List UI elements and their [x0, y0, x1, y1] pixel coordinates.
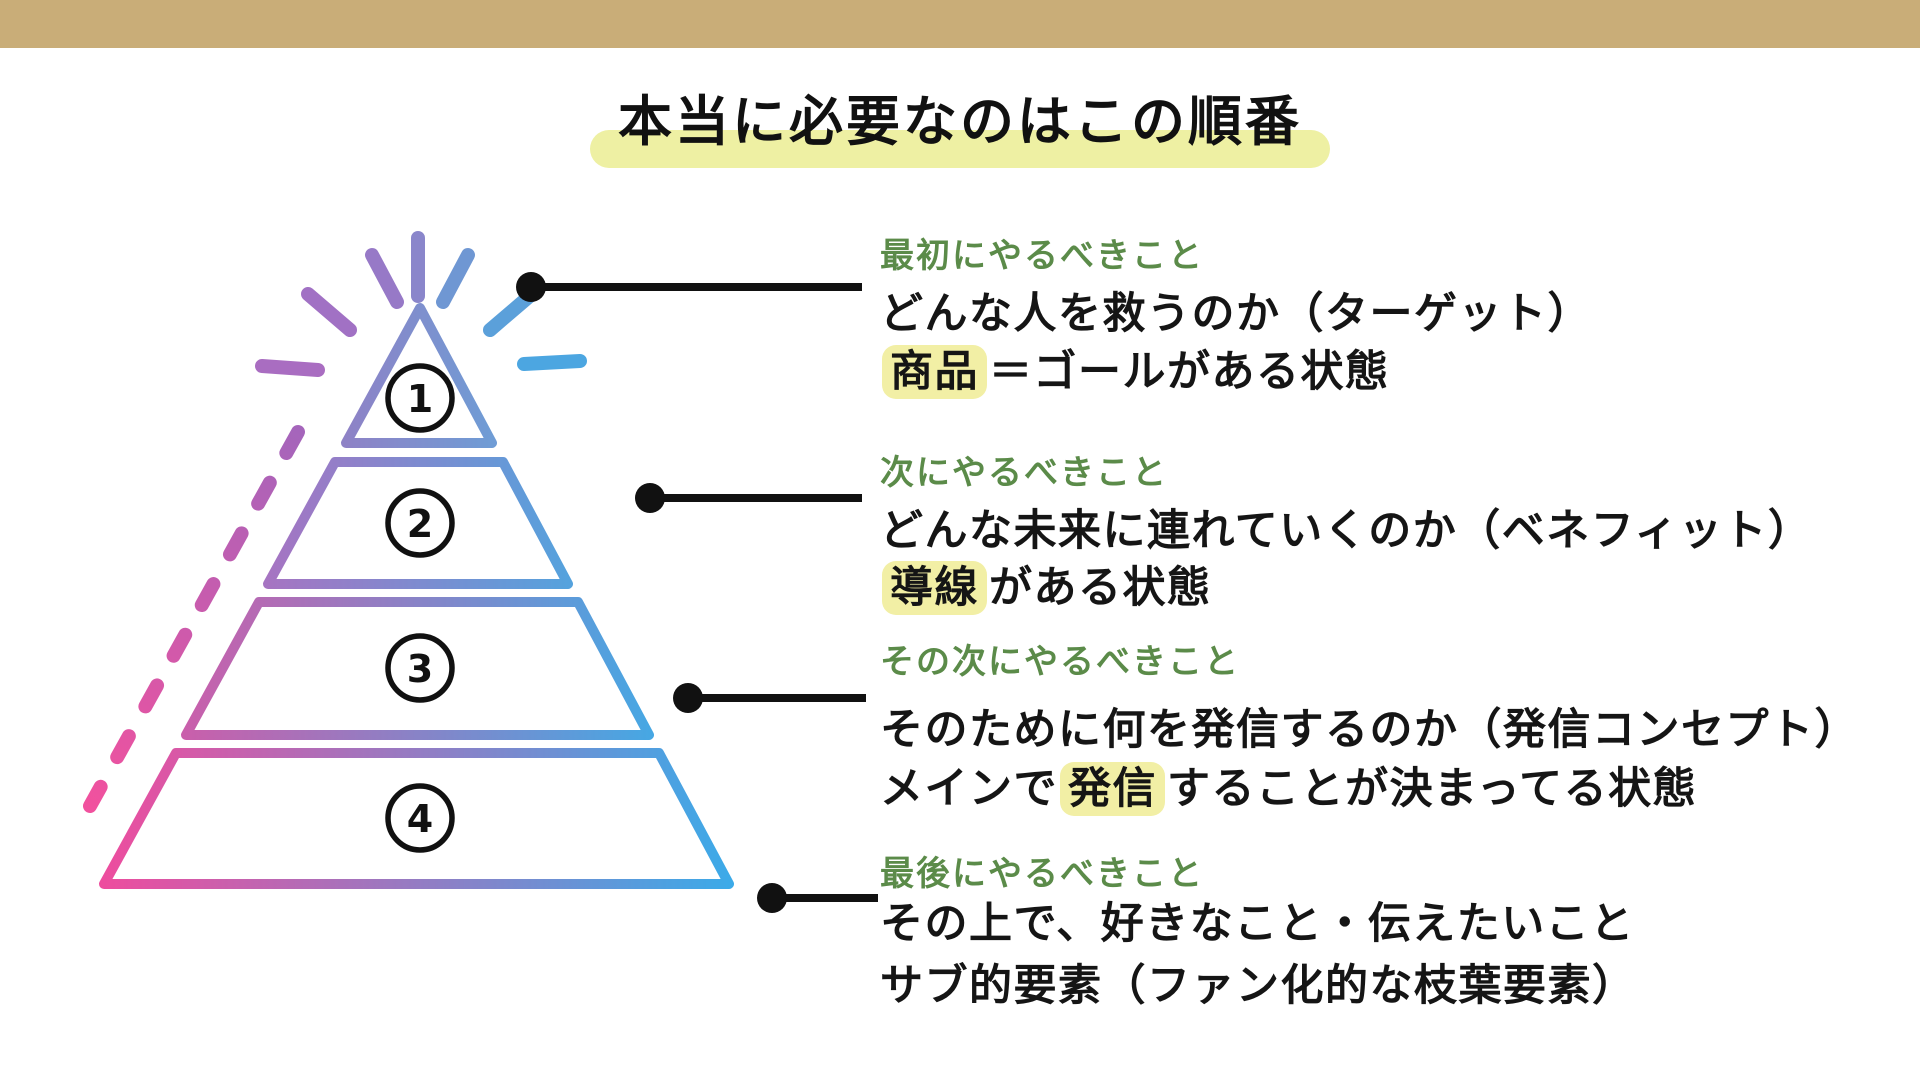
- page-title-wrap: 本当に必要なのはこの順番: [0, 90, 1920, 168]
- step-1-label: 最初にやるべきこと: [880, 236, 1204, 276]
- sparkle-ray: [365, 248, 404, 309]
- sparkle-ray: [301, 287, 357, 337]
- step-2-line-2-post: がある状態: [989, 563, 1212, 613]
- step-2-label: 次にやるべきこと: [880, 453, 1168, 493]
- step-3-label: その次にやるべきこと: [880, 642, 1240, 682]
- connector-dot-1: [516, 272, 546, 302]
- sparkle-ray: [517, 354, 587, 371]
- step-4-line-2-pre: サブ的要素（ファン化的な枝葉要素）: [880, 961, 1637, 1011]
- dashed-line: [83, 425, 305, 813]
- step-3-line-2-pre: メインで: [880, 764, 1058, 814]
- level-1-number: 1: [407, 377, 433, 421]
- level-4-circle: [385, 783, 455, 853]
- step-1-keyword-highlight: 商品: [882, 345, 987, 399]
- step-1-line-2: 商品＝ゴールがある状態: [880, 345, 1390, 399]
- sparkle-ray: [436, 248, 475, 309]
- level-2-circle: [385, 488, 455, 558]
- step-4-line-2: サブ的要素（ファン化的な枝葉要素）: [880, 960, 1637, 1012]
- level-1-circle: [385, 363, 455, 433]
- connector-dot-3: [673, 683, 703, 713]
- step-1-line-2-post: ＝ゴールがある状態: [989, 347, 1390, 397]
- step-3-line-1: そのために何を発信するのか（発信コンセプト）: [880, 705, 1859, 755]
- connector-dot-4: [757, 883, 787, 913]
- sparkle-ray: [255, 359, 325, 377]
- step-2-keyword-highlight: 導線: [882, 561, 987, 615]
- level-3-number: 3: [407, 647, 433, 691]
- step-2-line-2: 導線がある状態: [880, 561, 1212, 615]
- step-4-label: 最後にやるべきこと: [880, 854, 1204, 894]
- step-2-line-1: どんな未来に連れていくのか（ベネフィット）: [880, 506, 1813, 556]
- step-3-line-2-post: することが決まってる状態: [1167, 764, 1698, 814]
- level-numbers: 1 2 3 4: [385, 363, 455, 853]
- connectors: [516, 272, 878, 913]
- connector-dot-2: [635, 483, 665, 513]
- step-4-line-1: その上で、好きなこと・伝えたいこと: [880, 899, 1635, 949]
- top-accent-bar: [0, 0, 1920, 48]
- level-3-circle: [385, 633, 455, 703]
- step-1-line-1: どんな人を救うのか（ターゲット）: [880, 289, 1592, 339]
- sparkle-rays: [255, 231, 587, 377]
- step-3-line-2: メインで発信することが決まってる状態: [880, 762, 1698, 816]
- step-3-keyword-highlight: 発信: [1060, 762, 1165, 816]
- level-4-number: 4: [407, 797, 433, 841]
- level-2-number: 2: [407, 502, 433, 546]
- page-title: 本当に必要なのはこの順番: [618, 90, 1302, 153]
